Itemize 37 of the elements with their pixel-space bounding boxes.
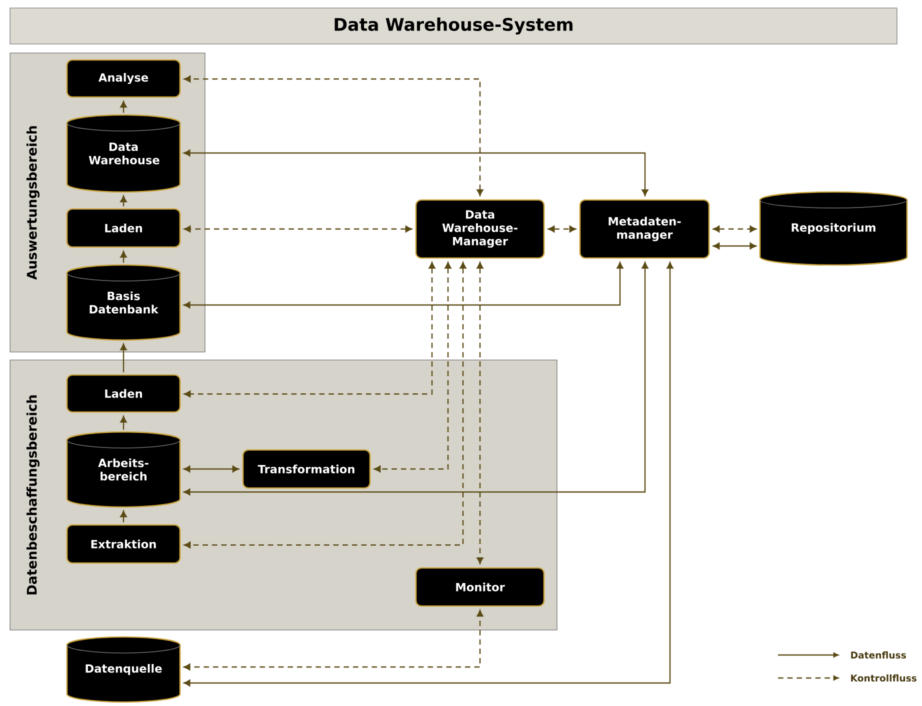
dashed-arrow — [184, 226, 412, 232]
arrow — [184, 262, 624, 308]
process-box: Laden — [66, 208, 181, 248]
database-cylinder: Data Warehouse — [66, 114, 181, 193]
legend-label: Datenfluss — [851, 651, 906, 659]
arrow — [184, 262, 648, 496]
arrow — [120, 510, 127, 522]
process-box: Monitor — [415, 567, 545, 607]
database-cylinder: Basis Datenbank — [66, 264, 181, 341]
arrow — [120, 100, 127, 113]
process-box: Laden — [66, 374, 181, 413]
process-box: Analyse — [66, 59, 181, 98]
arrow — [184, 262, 674, 686]
database-cylinder: Datenquelle — [66, 636, 181, 703]
dashed-arrow — [548, 226, 576, 232]
process-box: Transformation — [242, 449, 371, 489]
dashed-arrow — [374, 262, 452, 472]
arrow — [120, 196, 127, 206]
database-cylinder: Arbeits- bereich — [66, 431, 181, 508]
arrow — [184, 466, 240, 472]
process-box: Data Warehouse- Manager — [415, 199, 545, 259]
dashed-arrow — [184, 262, 436, 398]
arrow — [184, 150, 648, 196]
database-cylinder: Repositorium — [759, 191, 908, 266]
legend-label: Kontrollfluss — [851, 674, 916, 682]
dashed-arrow — [476, 262, 484, 564]
arrow — [120, 344, 127, 372]
arrow — [120, 250, 127, 263]
dashed-arrow — [712, 226, 756, 232]
process-box: Extraktion — [66, 524, 181, 564]
arrow — [120, 416, 127, 430]
process-box: Metadaten- manager — [579, 199, 710, 259]
title-band: Data Warehouse-System — [10, 8, 898, 44]
dashed-arrow — [184, 262, 466, 548]
dashed-arrow — [184, 610, 484, 670]
dashed-arrow — [184, 76, 484, 196]
arrow — [712, 242, 756, 250]
